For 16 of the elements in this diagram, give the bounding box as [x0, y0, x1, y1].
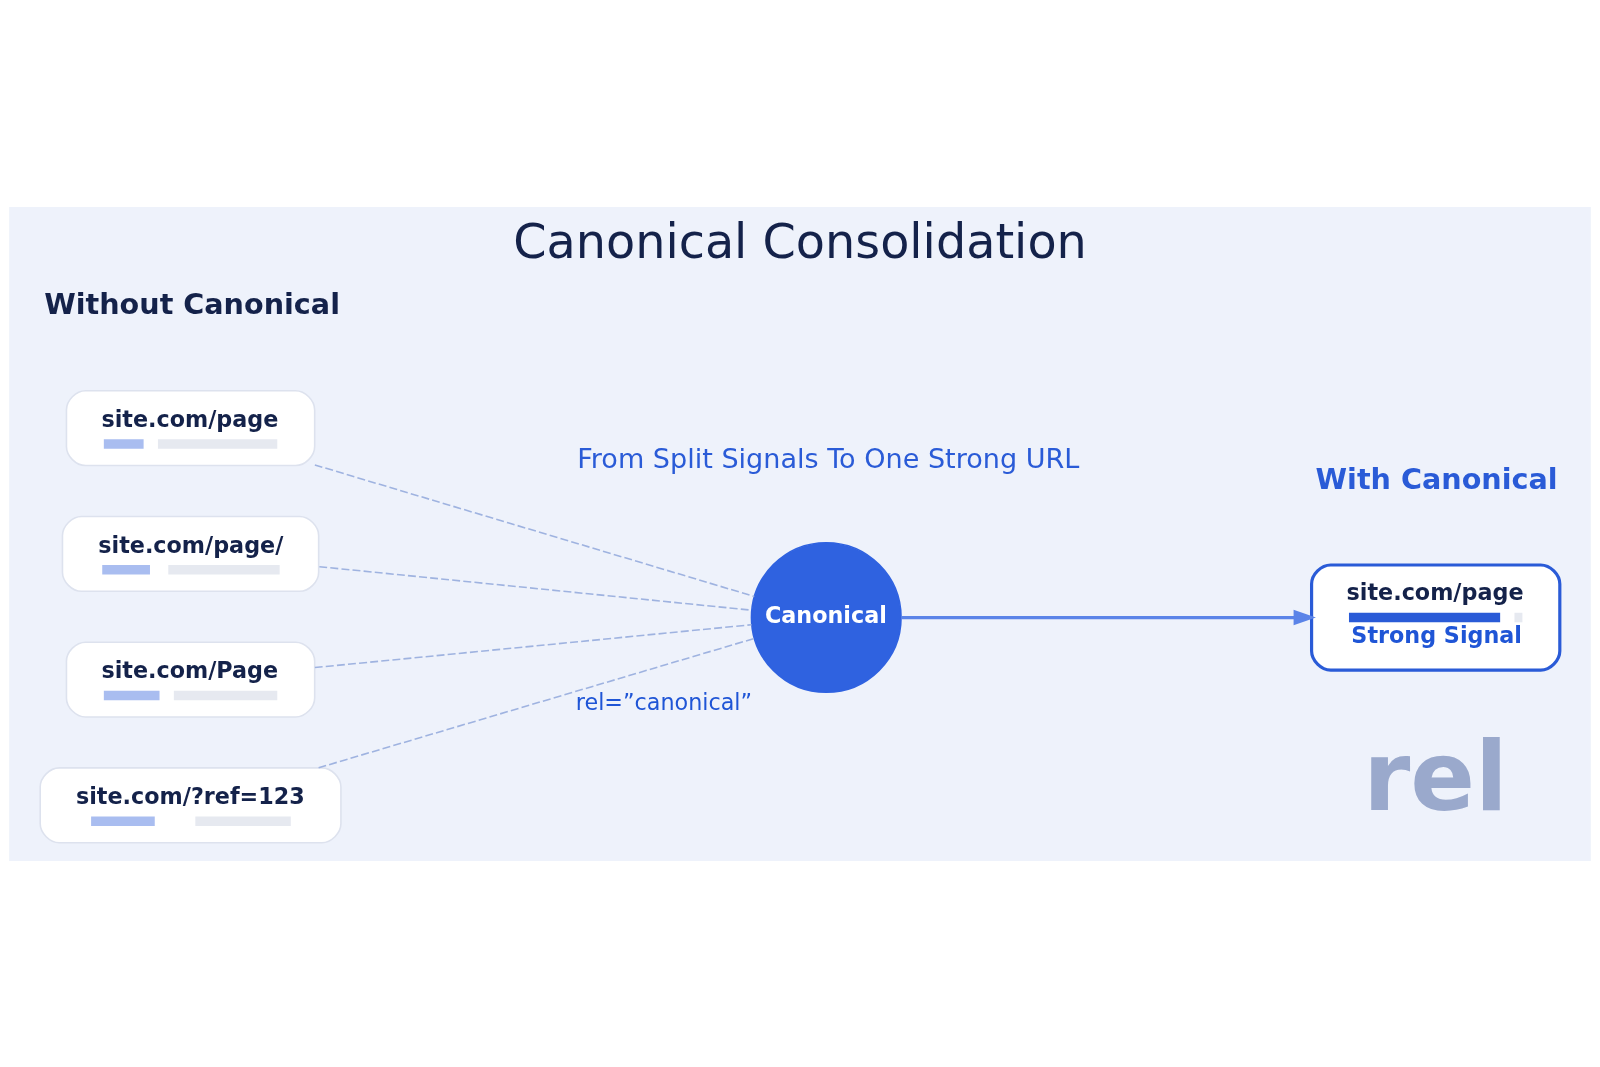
node-box: site.com/page Strong Signal — [1310, 562, 1562, 672]
label: From Split Signals To One Strong URL — [577, 442, 1080, 474]
label: rel — [1363, 720, 1508, 833]
connector — [314, 623, 753, 668]
label: Without Canonical — [44, 286, 340, 321]
node-box: site.com/page/ — [61, 515, 320, 592]
label: With Canonical — [1315, 461, 1558, 496]
node-circle: Canonical — [750, 541, 902, 693]
node-label: rel=”canonical” — [575, 688, 753, 715]
connector — [317, 637, 756, 769]
node-box: site.com/page — [65, 389, 316, 466]
node-box: site.com/?ref=123 — [39, 766, 342, 843]
node-box: site.com/Page — [65, 640, 316, 718]
arrow — [901, 609, 1316, 625]
diagram-title: Canonical Consolidation — [513, 213, 1087, 269]
connector — [314, 463, 756, 597]
